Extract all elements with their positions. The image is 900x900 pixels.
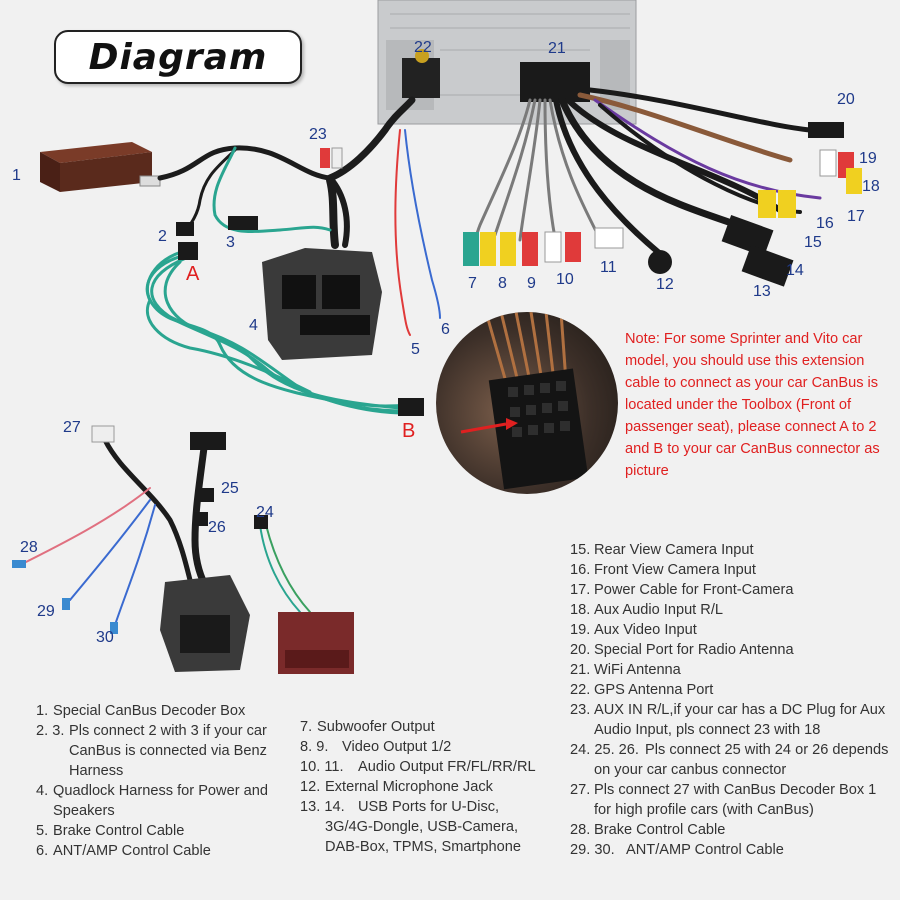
legend-item: 6. ANT/AMP Control Cable [36, 843, 211, 859]
terminal-29 [62, 598, 70, 610]
legend-item: 13. 14. USB Ports for U-Disc, 3G/4G-Dong… [300, 799, 522, 855]
label-26: 26 [208, 519, 226, 536]
label-4: 4 [249, 317, 258, 334]
connector-b-plug [398, 398, 424, 416]
usb-connectors-13-14 [721, 214, 794, 287]
page-title: Diagram [88, 36, 268, 78]
label-6: 6 [441, 321, 450, 338]
extension-cable-note: Note: For some Sprinter and Vito car mod… [625, 331, 880, 479]
label-20: 20 [837, 91, 855, 108]
connector-2-plug [176, 222, 194, 236]
label-12: 12 [656, 276, 674, 293]
quadlock-connector [262, 248, 382, 360]
legend-item: 12. External Microphone Jack [300, 779, 493, 795]
label-3: 3 [226, 234, 235, 251]
label-18: 18 [862, 178, 880, 195]
brake-ant-cables [394, 129, 441, 336]
legend-right: 15.Rear View Camera Input 16.Front View … [570, 540, 890, 860]
lower-harness-cables [19, 436, 311, 626]
label-8: 8 [498, 275, 507, 292]
legend-item: 23.AUX IN R/L,if your car has a DC Plug … [570, 702, 886, 738]
connector-26-plug [194, 512, 208, 526]
connector-3-plug [228, 216, 258, 230]
connector-25-plug [200, 488, 214, 502]
connector-b-label: B [402, 420, 416, 442]
legend-item: 8. 9. Video Output 1/2 [300, 739, 452, 755]
label-29: 29 [37, 603, 55, 620]
legend-item: 28.Brake Control Cable [570, 822, 726, 838]
legend-middle: 7. Subwoofer Output 8. 9. Video Output 1… [300, 717, 550, 857]
label-13: 13 [753, 283, 771, 300]
legend-item: 1. Special CanBus Decoder Box [36, 703, 246, 719]
main-harness-cables [157, 96, 416, 249]
legend-left: 1. Special CanBus Decoder Box 2. 3. Pls … [36, 701, 276, 861]
connector-27-plug [91, 425, 115, 443]
connector-24-plug [254, 515, 268, 529]
lower-foam-connector [160, 575, 250, 672]
label-23: 23 [309, 126, 327, 143]
iso-connector [278, 612, 354, 674]
label-30: 30 [96, 629, 114, 646]
label-16: 16 [816, 215, 834, 232]
mic-jack-12 [648, 250, 672, 274]
label-28: 28 [20, 539, 38, 556]
canbus-decoder-box [40, 142, 161, 192]
radio-antenna-plug-20 [808, 122, 844, 138]
label-24: 24 [256, 504, 274, 521]
legend-item: 20.Special Port for Radio Antenna [570, 642, 794, 658]
legend-item: 16.Front View Camera Input [570, 562, 756, 578]
terminal-28 [12, 560, 26, 568]
av-cable-bundle [470, 87, 822, 255]
label-15: 15 [804, 234, 822, 251]
connector-a-plug [178, 242, 198, 260]
canbus-connector-photo [436, 312, 618, 494]
label-5: 5 [411, 341, 420, 358]
legend-item: 7. Subwoofer Output [300, 719, 435, 735]
legend-item: 21.WiFi Antenna [570, 662, 681, 678]
label-21: 21 [548, 40, 566, 57]
connector-a-label: A [186, 263, 200, 285]
legend-item: 24. 25. 26.Pls connect 25 with 24 or 26 … [570, 742, 889, 778]
legend-item: 15.Rear View Camera Input [570, 542, 754, 558]
legend-item: 4. Quadlock Harness for Power and Speake… [36, 783, 268, 819]
lower-top-plug [190, 432, 226, 450]
legend-item: 27.Pls connect 27 with CanBus Decoder Bo… [570, 782, 877, 818]
label-7: 7 [468, 275, 477, 292]
label-17: 17 [847, 208, 865, 225]
title-box: Diagram [54, 30, 302, 84]
rca-plugs-7-11 [463, 227, 624, 266]
label-14: 14 [786, 262, 804, 279]
label-1: 1 [12, 167, 21, 184]
terminal-30 [110, 622, 118, 634]
legend-item: 18.Aux Audio Input R/L [570, 602, 723, 618]
label-9: 9 [527, 275, 536, 292]
label-25: 25 [221, 480, 239, 497]
legend-item: 19.Aux Video Input [570, 622, 697, 638]
legend-item: 17.Power Cable for Front-Camera [570, 582, 794, 598]
canbus-extension-cable [145, 146, 412, 415]
legend-item: 5. Brake Control Cable [36, 823, 185, 839]
rca-23-white [331, 147, 343, 169]
rca-23-red [320, 148, 330, 168]
label-10: 10 [556, 271, 574, 288]
label-2: 2 [158, 228, 167, 245]
legend-item: 22.GPS Antenna Port [570, 682, 714, 698]
label-19: 19 [859, 150, 877, 167]
label-22: 22 [414, 39, 432, 56]
head-unit-chassis [377, 0, 637, 125]
legend-item: 2. 3. Pls connect 2 with 3 if your car C… [36, 723, 267, 779]
label-11: 11 [600, 259, 617, 276]
legend-item: 10. 11. Audio Output FR/FL/RR/RL [300, 759, 536, 775]
label-27: 27 [63, 419, 81, 436]
rca-plugs-15-19 [758, 149, 862, 218]
legend-item: 29. 30.ANT/AMP Control Cable [570, 842, 784, 858]
